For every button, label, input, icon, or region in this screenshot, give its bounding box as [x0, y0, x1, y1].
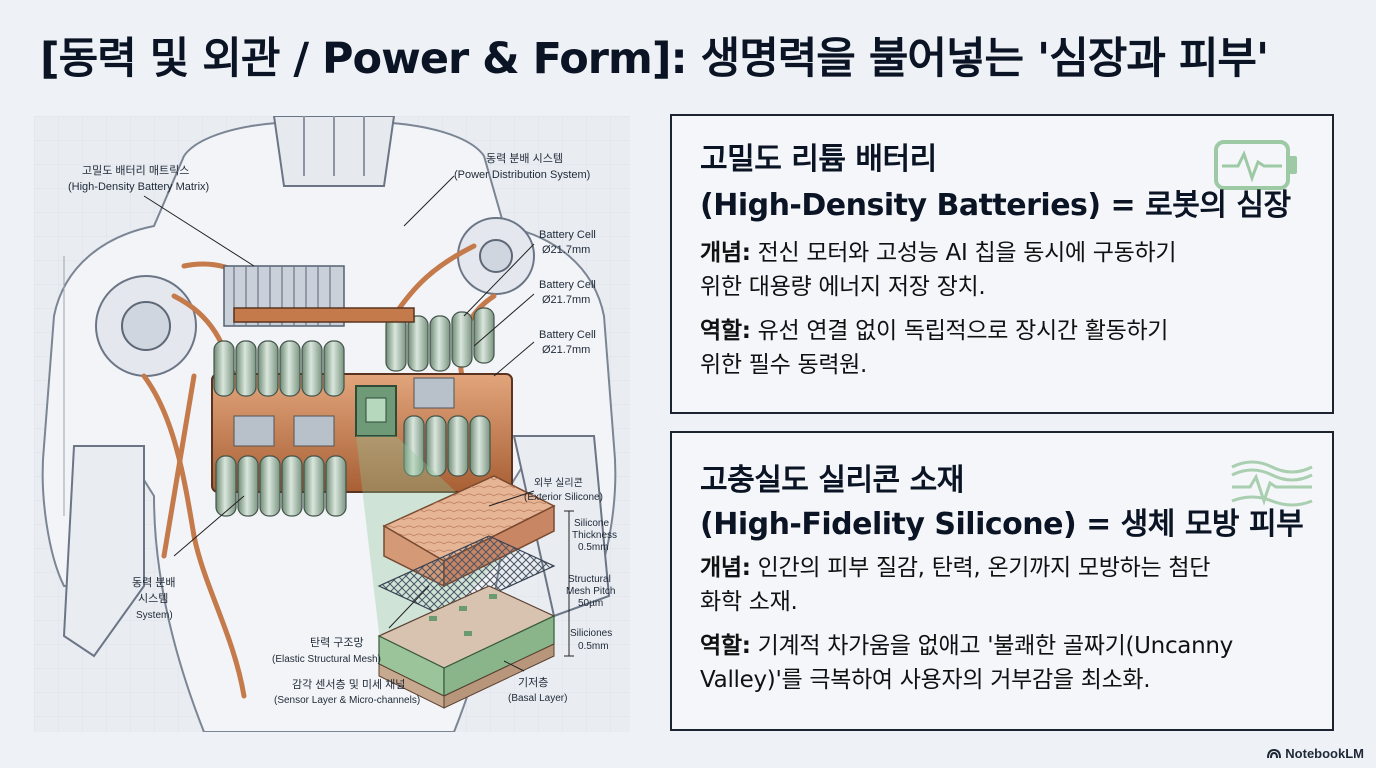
label-cell1-b: Ø21.7mm [542, 244, 590, 256]
silicone-role-line1: 기계적 차가움을 없애고 '불쾌한 골짜기(Uncanny [750, 633, 1234, 659]
silicone-concept-line1: 인간의 피부 질감, 탄력, 온기까지 모방하는 첨단 [750, 555, 1211, 581]
silicone-heading-en: (High-Fidelity Silicone) = 생체 모방 피부 [700, 507, 1304, 542]
label-power-sys-ko1: 동력 분배 [132, 576, 176, 589]
battery-concept-line2: 위한 대용량 에너지 저장 장치. [700, 274, 986, 300]
battery-info-card: 고밀도 리튬 배터리 (High-Density Batteries) = 로봇… [670, 114, 1334, 414]
label-siliciones-1: Siliciones [570, 628, 612, 639]
label-sil-thick-1: Silicone [574, 518, 609, 529]
battery-concept-label: 개념: [700, 240, 751, 266]
silicone-role-label: 역할: [700, 633, 751, 659]
notebooklm-brand: NotebookLM [1267, 746, 1364, 761]
skin-pulse-icon [1231, 460, 1313, 507]
label-elastic-mesh-en: (Elastic Structural Mesh) [272, 654, 381, 665]
label-power-sys-en: System) [136, 610, 173, 621]
label-mesh-pitch-2: Mesh Pitch [566, 586, 615, 597]
label-sil-thick-2: Thickness [572, 530, 617, 541]
battery-heading-ko: 고밀도 리튬 배터리 [700, 142, 937, 177]
label-sensor-layer-en: (Sensor Layer & Micro-channels) [274, 695, 420, 706]
label-battery-matrix-ko: 고밀도 배터리 매트릭스 [82, 164, 189, 177]
robot-schematic-svg: 고밀도 배터리 매트릭스 (High-Density Battery Matri… [34, 116, 630, 732]
label-cell2-b: Ø21.7mm [542, 294, 590, 306]
label-basal-ko: 기저층 [518, 676, 548, 689]
battery-role-line1: 유선 연결 없이 독립적으로 장시간 활동하기 [750, 318, 1169, 344]
label-elastic-mesh-ko: 탄력 구조망 [310, 636, 364, 649]
notebooklm-logo-icon [1267, 748, 1282, 758]
label-power-dist-en: (Power Distribution System) [454, 169, 590, 181]
label-battery-matrix-en: (High-Density Battery Matrix) [68, 181, 209, 193]
robot-torso-illustration: 고밀도 배터리 매트릭스 (High-Density Battery Matri… [34, 116, 630, 732]
silicone-concept-label: 개념: [700, 555, 751, 581]
label-cell2-a: Battery Cell [539, 279, 596, 291]
battery-concept-line1: 전신 모터와 고성능 AI 칩을 동시에 구동하기 [750, 240, 1177, 266]
label-basal-en: (Basal Layer) [508, 693, 567, 704]
label-sil-thick-3: 0.5mm [578, 542, 609, 553]
silicone-heading-ko: 고충실도 실리콘 소재 [700, 463, 964, 498]
label-power-dist-ko: 동력 분배 시스템 [486, 152, 563, 165]
silicone-info-card: 고충실도 실리콘 소재 (High-Fidelity Silicone) = 생… [670, 431, 1334, 731]
silicone-concept-line2: 화학 소재. [700, 589, 798, 615]
label-cell1-a: Battery Cell [539, 229, 596, 241]
battery-heading-en: (High-Density Batteries) = 로봇의 심장 [700, 188, 1291, 223]
label-ext-silicone-en: (Exterior Silicone) [524, 492, 603, 503]
label-cell3-b: Ø21.7mm [542, 344, 590, 356]
illustration-labels: 고밀도 배터리 매트릭스 (High-Density Battery Matri… [68, 152, 617, 706]
label-siliciones-2: 0.5mm [578, 641, 609, 652]
battery-pulse-icon [1214, 140, 1297, 190]
silicone-role-line2: Valley)'를 극복하여 사용자의 거부감을 최소화. [700, 667, 1151, 693]
label-mesh-pitch-3: 50µm [578, 598, 603, 609]
label-power-sys-ko2: 시스템 [138, 592, 168, 605]
battery-role-label: 역할: [700, 318, 751, 344]
skin-layer-stack [377, 475, 556, 709]
label-sensor-layer-ko: 감각 센서층 및 미세 채널 [292, 678, 405, 691]
battery-pack [211, 265, 513, 517]
page-title: [동력 및 외관 / Power & Form]: 생명력을 불어넣는 '심장과… [40, 34, 1269, 84]
battery-role-line2: 위한 필수 동력원. [700, 352, 868, 378]
brand-label: NotebookLM [1285, 746, 1364, 761]
label-ext-silicone-ko: 외부 실리콘 [534, 477, 583, 489]
label-mesh-pitch-1: Structural [568, 574, 611, 585]
label-cell3-a: Battery Cell [539, 329, 596, 341]
